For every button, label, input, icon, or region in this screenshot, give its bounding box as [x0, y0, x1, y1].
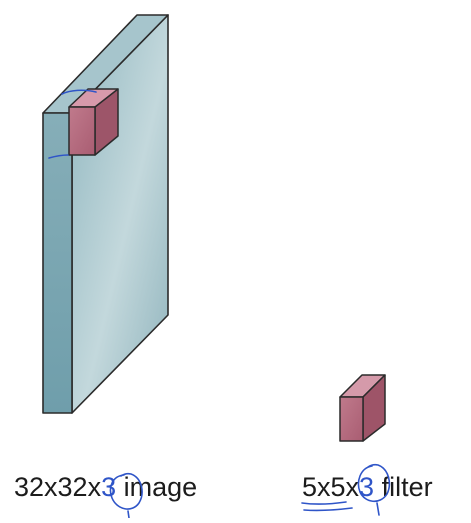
input-volume [42, 14, 169, 414]
input-volume-front-face [42, 112, 73, 414]
filter-caption-depth: 3 [359, 472, 375, 502]
image-caption-depth: 3 [101, 472, 117, 502]
image-caption: 32x32x3 image [14, 474, 197, 501]
image-caption-label: image [116, 472, 198, 502]
filter-caption-label: filter [374, 472, 433, 502]
filter-on-volume [68, 88, 119, 156]
filter-caption-dims: 5x5x [302, 472, 360, 502]
filter-cube [339, 374, 386, 442]
filter-caption: 5x5x3 filter [302, 474, 433, 501]
image-caption-dims: 32x32x [14, 472, 102, 502]
filter-cube-front [339, 396, 364, 442]
filter-on-volume-front [68, 106, 96, 156]
